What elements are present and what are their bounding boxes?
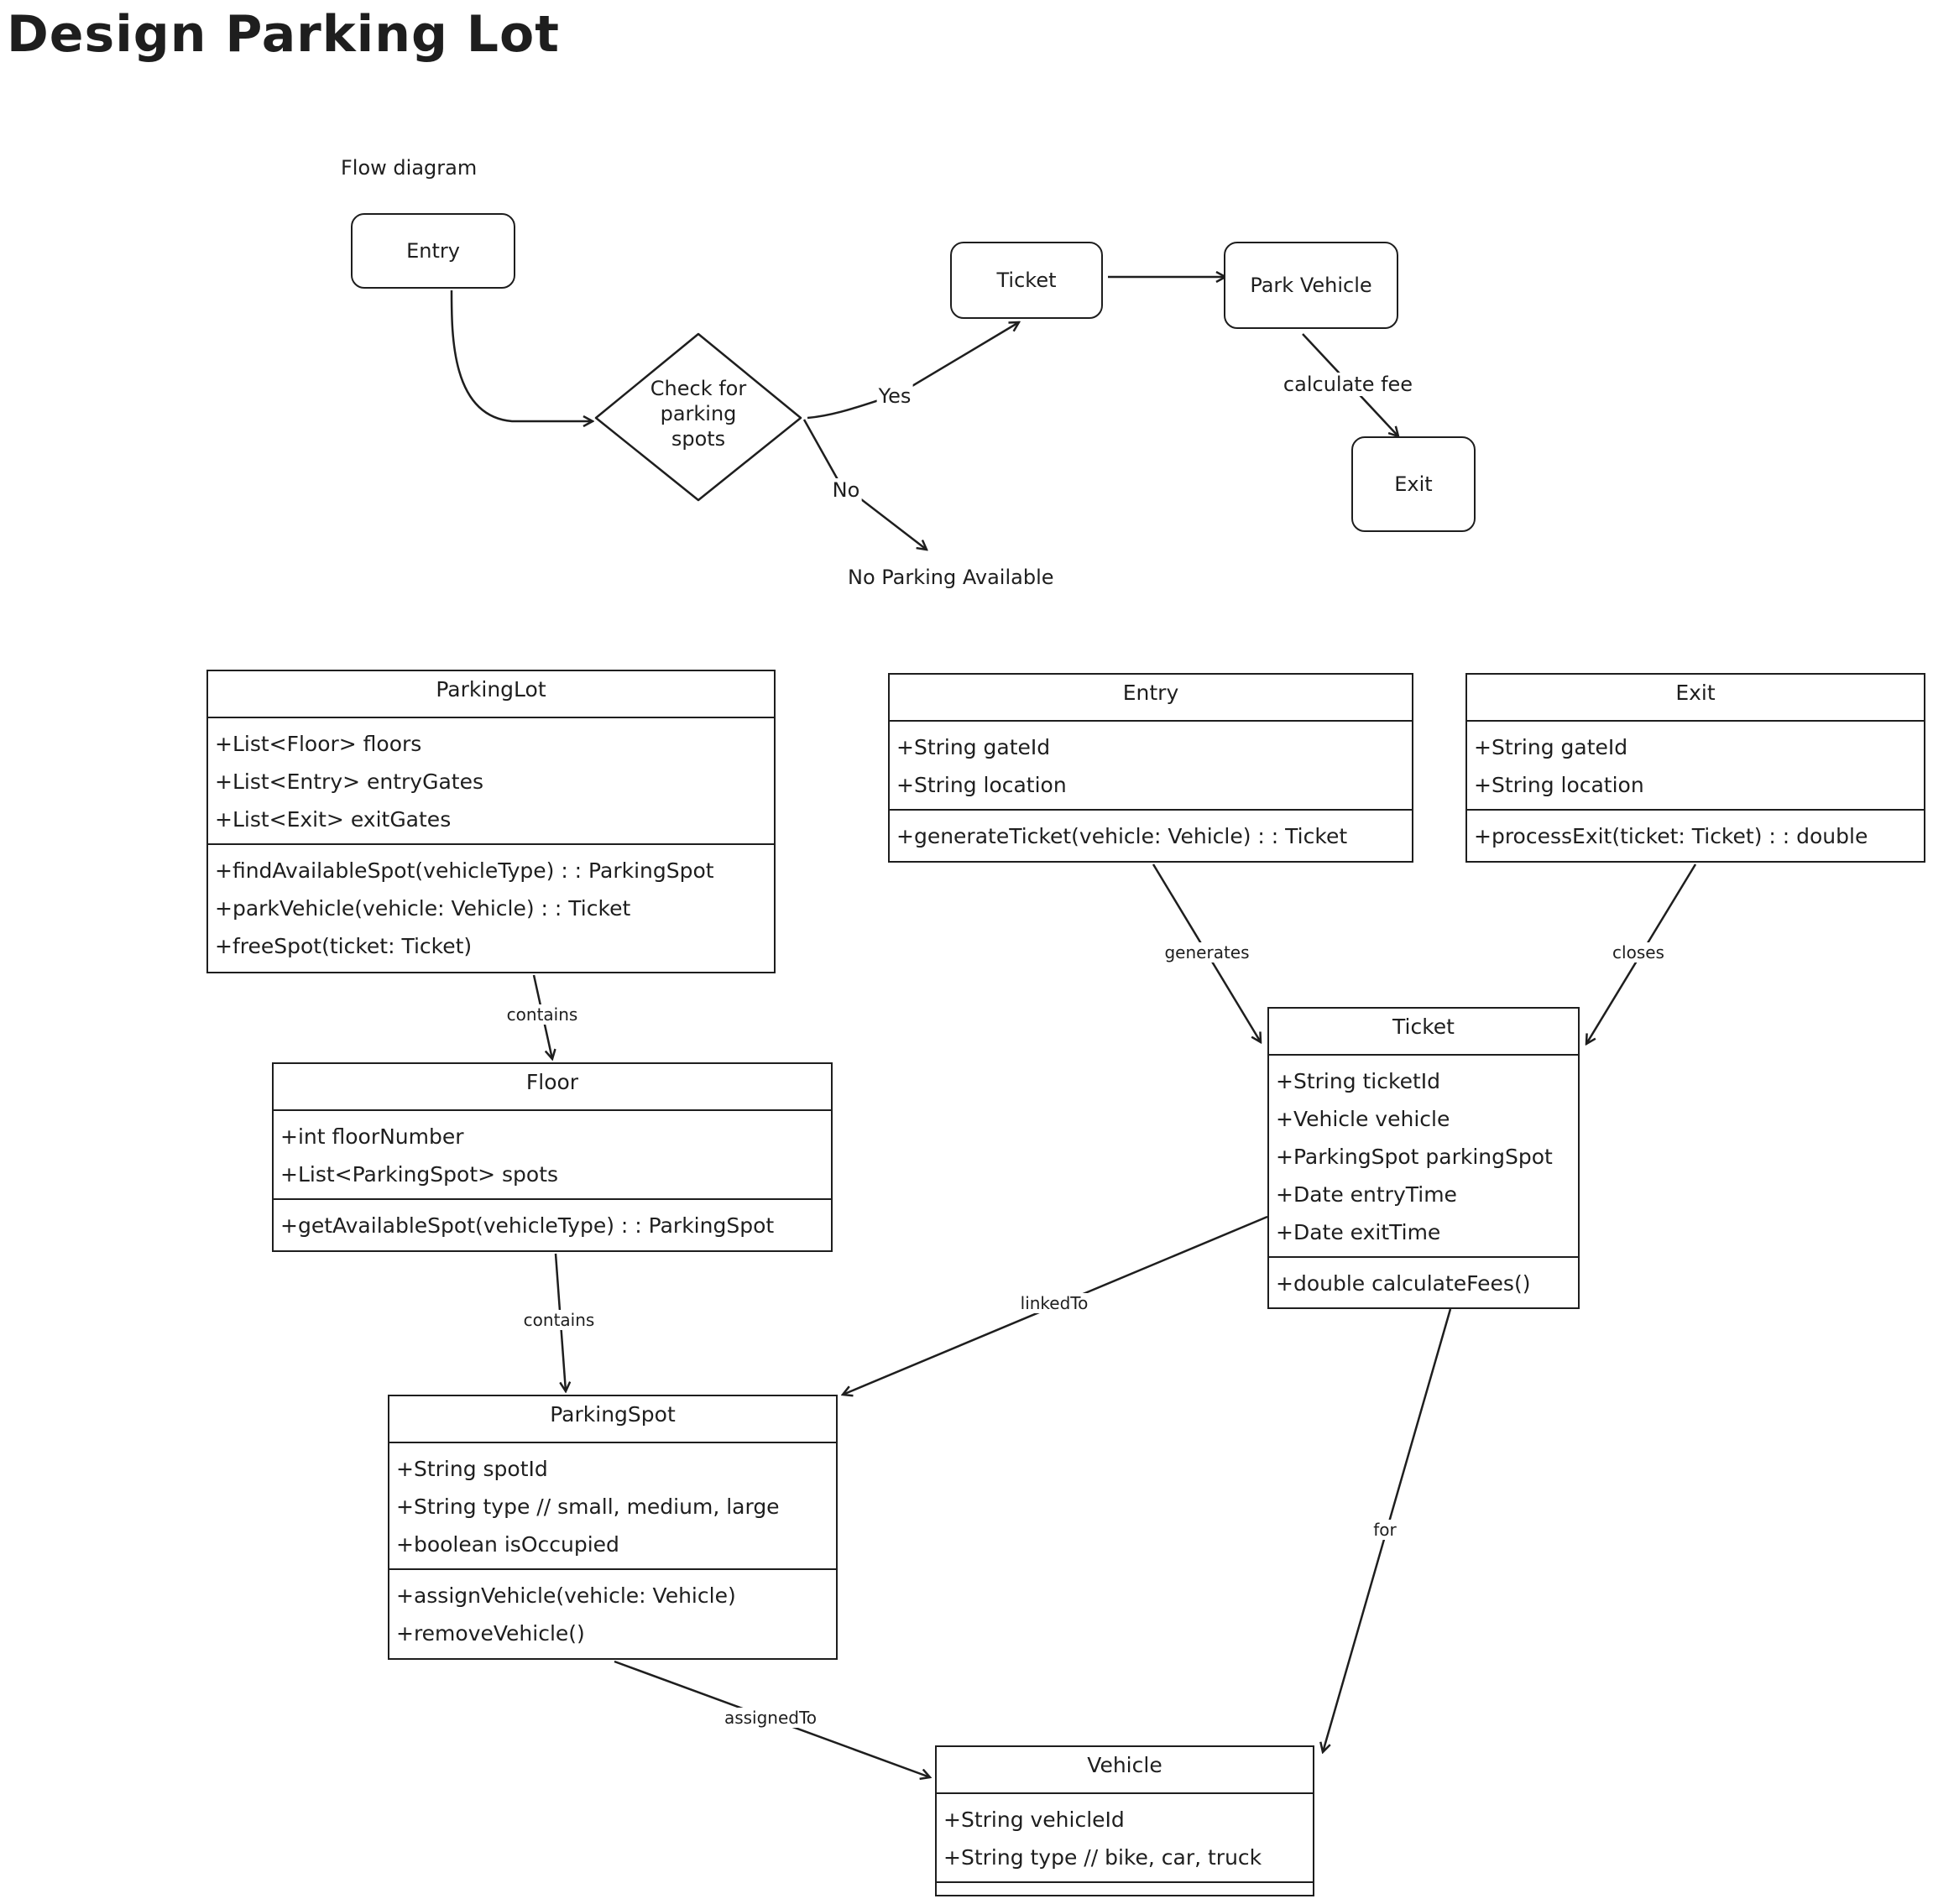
class-methods: +generateTicket(vehicle: Vehicle) : : Ti…	[890, 809, 1412, 860]
class-attr: +List<ParkingSpot> spots	[280, 1162, 559, 1187]
relation-label-closes: closes	[1611, 942, 1666, 962]
edge-check-to-noparking	[802, 419, 927, 550]
class-method: +assignVehicle(vehicle: Vehicle)	[396, 1583, 736, 1608]
class-attr: +int floorNumber	[280, 1124, 464, 1149]
class-methods: +findAvailableSpot(vehicleType) : : Park…	[208, 843, 774, 970]
flow-exit-node: Exit	[1351, 436, 1476, 532]
class-attr: +String location	[1474, 773, 1644, 797]
class-method: +double calculateFees()	[1276, 1271, 1531, 1296]
flow-caption: Flow diagram	[341, 156, 478, 180]
class-attr: +Vehicle vehicle	[1276, 1107, 1450, 1131]
class-methods	[937, 1881, 1313, 1893]
edge-entry-to-check	[450, 290, 593, 421]
class-name: Ticket	[1269, 1009, 1578, 1056]
class-method: +freeSpot(ticket: Ticket)	[215, 934, 473, 958]
flow-calc-label: calculate fee	[1281, 373, 1415, 396]
class-attributes: +String ticketId +Vehicle vehicle +Parki…	[1269, 1056, 1578, 1256]
class-floor: Floor +int floorNumber +List<ParkingSpot…	[272, 1062, 833, 1252]
class-method: +removeVehicle()	[396, 1621, 585, 1646]
flow-park-node: Park Vehicle	[1224, 242, 1398, 329]
relation-label-contains-spot: contains	[521, 1310, 597, 1330]
class-methods: +getAvailableSpot(vehicleType) : : Parki…	[274, 1198, 831, 1249]
class-exit: Exit +String gateId +String location +pr…	[1465, 673, 1925, 863]
relation-label-assignedto: assignedTo	[722, 1708, 819, 1728]
class-name: Exit	[1467, 675, 1924, 722]
class-attr: +Date exitTime	[1276, 1220, 1441, 1244]
class-attributes: +int floorNumber +List<ParkingSpot> spot…	[274, 1111, 831, 1198]
check-line-1: Check for	[650, 377, 747, 400]
flow-entry-node: Entry	[351, 213, 515, 289]
flow-exit-label: Exit	[1394, 472, 1433, 496]
flow-no-label: No	[830, 478, 862, 502]
check-diamond	[594, 332, 802, 502]
flow-park-label: Park Vehicle	[1250, 274, 1372, 297]
class-name: ParkingLot	[208, 671, 774, 718]
class-vehicle: Vehicle +String vehicleId +String type /…	[935, 1745, 1314, 1896]
class-name: Entry	[890, 675, 1412, 722]
class-method: +processExit(ticket: Ticket) : : double	[1474, 824, 1868, 848]
class-attr: +String type // small, medium, large	[396, 1495, 780, 1519]
class-method: +parkVehicle(vehicle: Vehicle) : : Ticke…	[215, 896, 631, 921]
page-title: Design Parking Lot	[7, 5, 560, 64]
check-line-2: parking	[660, 402, 737, 425]
class-attr: +List<Floor> floors	[215, 732, 422, 756]
class-parkingspot: ParkingSpot +String spotId +String type …	[388, 1395, 838, 1660]
relation-label-for: for	[1371, 1520, 1398, 1540]
class-attr: +String type // bike, car, truck	[943, 1845, 1262, 1870]
flow-ticket-node: Ticket	[950, 242, 1103, 319]
class-method: +getAvailableSpot(vehicleType) : : Parki…	[280, 1213, 775, 1238]
class-name: Vehicle	[937, 1747, 1313, 1794]
class-methods: +processExit(ticket: Ticket) : : double	[1467, 809, 1924, 860]
relation-label-generates: generates	[1162, 942, 1251, 962]
relation-label-linkedto: linkedTo	[1018, 1293, 1090, 1313]
class-name: Floor	[274, 1064, 831, 1111]
class-attr: +Date entryTime	[1276, 1182, 1457, 1207]
edge-check-to-ticket	[807, 322, 1019, 420]
class-methods: +assignVehicle(vehicle: Vehicle) +remove…	[389, 1568, 836, 1657]
flow-check-text: Check for parking spots	[623, 376, 774, 451]
class-attr: +List<Exit> exitGates	[215, 807, 452, 832]
class-attr: +String vehicleId	[943, 1807, 1125, 1832]
class-methods: +double calculateFees()	[1269, 1256, 1578, 1307]
class-attr: +String gateId	[896, 735, 1051, 759]
class-attr: +ParkingSpot parkingSpot	[1276, 1145, 1553, 1169]
class-attributes: +String vehicleId +String type // bike, …	[937, 1794, 1313, 1881]
class-entry: Entry +String gateId +String location +g…	[888, 673, 1413, 863]
flow-yes-label: Yes	[876, 384, 913, 408]
class-attr: +String ticketId	[1276, 1069, 1441, 1093]
class-ticket: Ticket +String ticketId +Vehicle vehicle…	[1267, 1007, 1580, 1309]
class-attributes: +String spotId +String type // small, me…	[389, 1443, 836, 1568]
class-method: +generateTicket(vehicle: Vehicle) : : Ti…	[896, 824, 1348, 848]
class-parkinglot: ParkingLot +List<Floor> floors +List<Ent…	[206, 670, 776, 973]
class-attr: +String gateId	[1474, 735, 1628, 759]
relation-label-contains-floor: contains	[504, 1004, 580, 1025]
class-attributes: +String gateId +String location	[890, 722, 1412, 809]
flow-ticket-label: Ticket	[996, 269, 1057, 292]
class-attr: +boolean isOccupied	[396, 1532, 619, 1557]
class-attributes: +String gateId +String location	[1467, 722, 1924, 809]
class-method: +findAvailableSpot(vehicleType) : : Park…	[215, 858, 714, 883]
class-attr: +List<Entry> entryGates	[215, 769, 484, 794]
flow-entry-label: Entry	[406, 239, 460, 263]
class-attr: +String spotId	[396, 1457, 548, 1481]
class-attributes: +List<Floor> floors +List<Entry> entryGa…	[208, 718, 774, 843]
class-attr: +String location	[896, 773, 1067, 797]
flow-no-parking: No Parking Available	[848, 566, 1054, 589]
class-name: ParkingSpot	[389, 1396, 836, 1443]
check-line-3: spots	[671, 427, 726, 451]
